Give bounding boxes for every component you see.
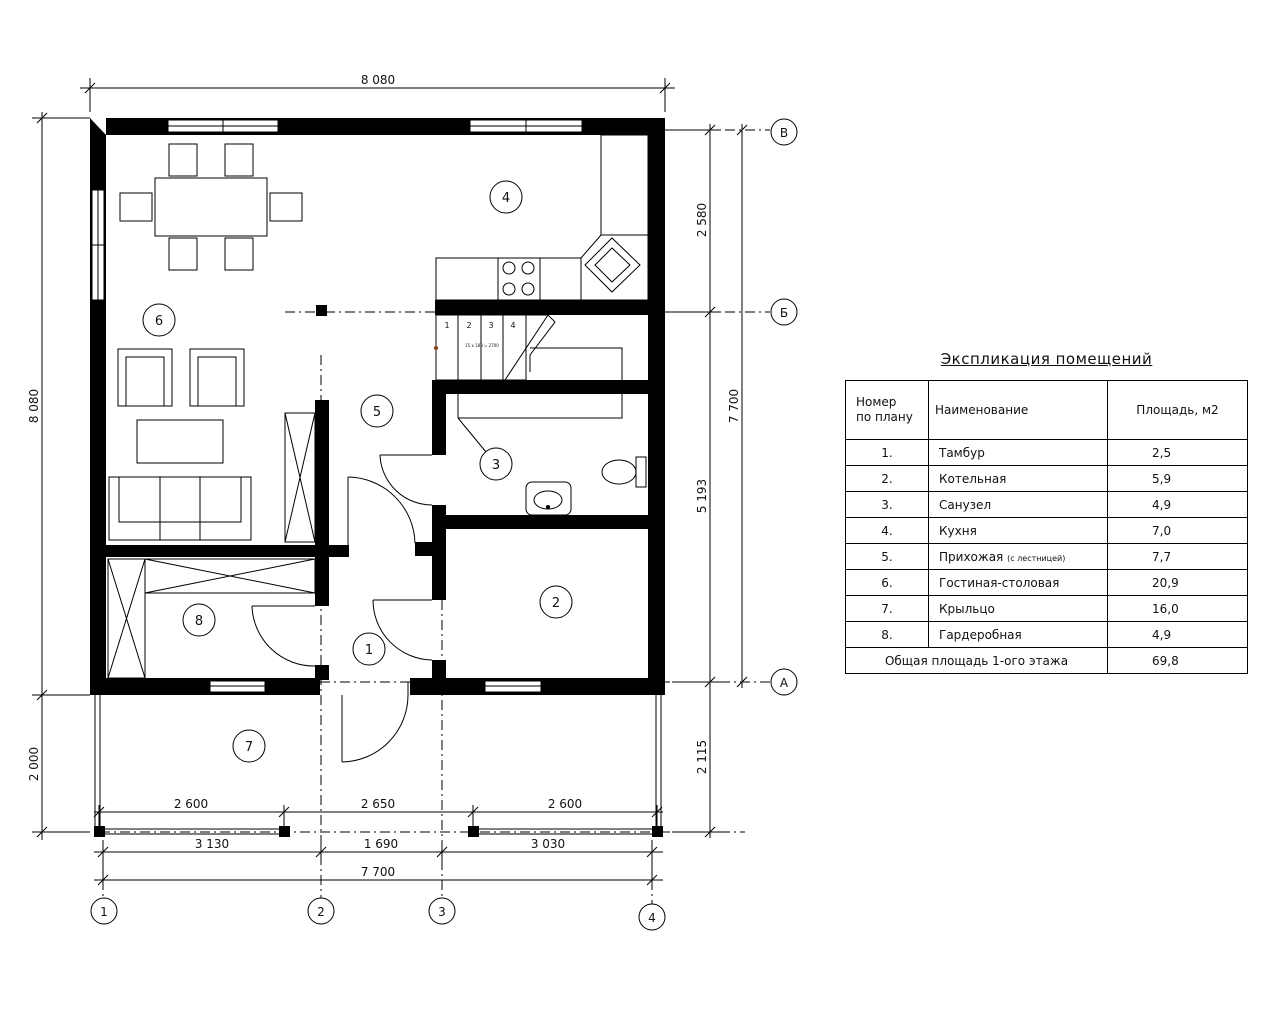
dim-left-porch: 2 000 <box>27 747 41 781</box>
row-name: Прихожая <box>939 549 1004 564</box>
row-number: 2. <box>845 465 929 492</box>
toilet-bowl <box>601 459 637 485</box>
room-tag-2: 2 <box>552 596 560 611</box>
axis-marker-b: Б <box>780 306 788 320</box>
stair-step-3: 3 <box>488 321 493 330</box>
dim-bottom-e: 1 690 <box>364 837 398 851</box>
table-row: 3. Санузел 4,9 <box>845 491 1248 518</box>
row-number: 3. <box>845 491 929 518</box>
dim-top-overall: 8 080 <box>361 73 395 87</box>
axis-marker-2: 2 <box>317 905 325 919</box>
table-row: 6. Гостиная-столовая 20,9 <box>845 569 1248 596</box>
axis-marker-a: А <box>780 676 789 690</box>
dim-right-b-a: 5 193 <box>695 479 709 513</box>
room-explication: Экспликация помещений Номер по плану Наи… <box>845 350 1248 674</box>
dimension-lines: 8 080 8 080 2 000 2 580 5 193 2 115 7 70… <box>27 73 748 890</box>
row-number: 4. <box>845 517 929 544</box>
row-area: 4,9 <box>1107 621 1248 648</box>
row-name: Крыльцо <box>928 595 1108 622</box>
table-row: 4. Кухня 7,0 <box>845 517 1248 544</box>
row-area: 16,0 <box>1107 595 1248 622</box>
row-number: 6. <box>845 569 929 596</box>
room-tag-4: 4 <box>502 191 510 206</box>
row-area: 4,9 <box>1107 491 1248 518</box>
stair-note: 15 х 180 = 2700 <box>465 343 499 348</box>
axis-marker-4: 4 <box>648 911 656 925</box>
row-number: 7. <box>845 595 929 622</box>
room-tag-5: 5 <box>373 405 381 420</box>
row-name: Санузел <box>928 491 1108 518</box>
doors <box>251 454 433 763</box>
header-number-line2: по плану <box>856 410 913 424</box>
row-area: 20,9 <box>1107 569 1248 596</box>
furniture: 1 2 3 4 15 х 180 = 2700 <box>94 134 663 837</box>
dim-bottom-c: 2 600 <box>548 797 582 811</box>
dim-right-b-v: 2 580 <box>695 203 709 237</box>
table-total-row: Общая площадь 1-ого этажа 69,8 <box>845 647 1248 674</box>
total-area: 69,8 <box>1107 647 1248 674</box>
dim-bottom-d: 3 130 <box>195 837 229 851</box>
row-name: Гостиная-столовая <box>928 569 1108 596</box>
row-name: Кухня <box>928 517 1108 544</box>
stair-step-1: 1 <box>444 321 449 330</box>
table-row: 1. Тамбур 2,5 <box>845 439 1248 466</box>
axis-marker-1: 1 <box>100 905 108 919</box>
windows <box>91 119 583 693</box>
table-row: 8. Гардеробная 4,9 <box>845 621 1248 648</box>
room-tag-8: 8 <box>195 614 203 629</box>
room-tag-1: 1 <box>365 643 373 658</box>
row-area: 7,7 <box>1107 543 1248 570</box>
room-tag-7: 7 <box>245 740 253 755</box>
coffee-table <box>136 419 224 464</box>
room-tag-6: 6 <box>155 314 163 329</box>
dining-table <box>154 177 268 237</box>
row-area: 7,0 <box>1107 517 1248 544</box>
axis-marker-3: 3 <box>438 905 446 919</box>
dim-left-overall: 8 080 <box>27 389 41 423</box>
header-name: Наименование <box>928 380 1108 440</box>
axis-markers: В Б А 1 2 3 4 <box>90 118 798 931</box>
dim-bottom-a: 2 600 <box>174 797 208 811</box>
toilet-tank <box>635 456 647 488</box>
row-area: 5,9 <box>1107 465 1248 492</box>
dim-bottom-b: 2 650 <box>361 797 395 811</box>
table-row: 7. Крыльцо 16,0 <box>845 595 1248 622</box>
table-row: 2. Котельная 5,9 <box>845 465 1248 492</box>
row-area: 2,5 <box>1107 439 1248 466</box>
table-row: 5. Прихожая (с лестницей) 7,7 <box>845 543 1248 570</box>
row-name: Гардеробная <box>928 621 1108 648</box>
row-note: (с лестницей) <box>1007 553 1066 563</box>
explication-title: Экспликация помещений <box>940 350 1153 368</box>
table-header-row: Номер по плану Наименование Площадь, м2 <box>845 380 1248 440</box>
row-number: 8. <box>845 621 929 648</box>
axis-marker-v: В <box>780 126 788 140</box>
room-tags: 1 2 3 4 5 6 7 8 <box>142 180 573 763</box>
dim-right-a-bottom: 2 115 <box>695 740 709 774</box>
dim-bottom-total: 7 700 <box>361 865 395 879</box>
header-number: Номер по плану <box>845 380 929 440</box>
room-tag-3: 3 <box>492 458 500 473</box>
staircase: 1 2 3 4 15 х 180 = 2700 <box>433 314 623 453</box>
dim-bottom-f: 3 030 <box>531 837 565 851</box>
total-label: Общая площадь 1-ого этажа <box>845 647 1108 674</box>
explication-table: Номер по плану Наименование Площадь, м2 … <box>845 380 1248 674</box>
header-area: Площадь, м2 <box>1107 380 1248 440</box>
row-name-with-note: Прихожая (с лестницей) <box>928 543 1108 570</box>
header-number-line1: Номер <box>856 395 897 409</box>
dim-right-v-a: 7 700 <box>727 389 741 423</box>
row-name: Котельная <box>928 465 1108 492</box>
row-number: 1. <box>845 439 929 466</box>
row-number: 5. <box>845 543 929 570</box>
stair-step-4: 4 <box>510 321 515 330</box>
stair-step-2: 2 <box>466 321 471 330</box>
row-name: Тамбур <box>928 439 1108 466</box>
